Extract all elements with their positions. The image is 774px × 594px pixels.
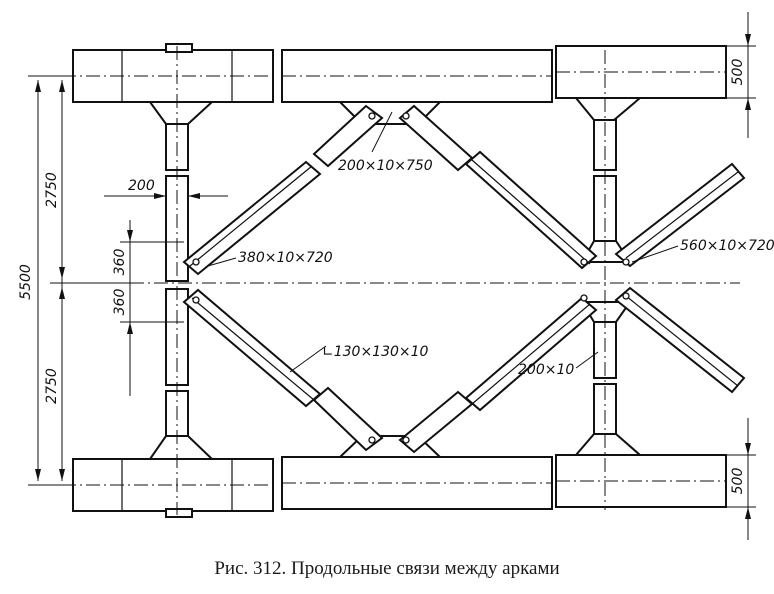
dim-half-upper: 2750 [44,172,60,208]
left-strut [148,46,215,515]
dim-half-lower: 2750 [44,368,60,404]
dim-beam-bottom: 500 [730,468,746,495]
dim-gap-upper: 360 [112,249,128,276]
dim-offset: 200 [128,178,155,194]
dim-gap-lower: 360 [112,289,128,316]
bolt-holes [192,112,630,444]
bottom-beams [62,454,727,518]
dim-total-height: 5500 [18,264,34,300]
right-strut [573,50,643,510]
beam-top-cap [165,43,193,53]
right-dimensions [726,12,756,540]
label-plate-top: 200×10×750 [338,158,433,174]
beam-bottom-cap [165,508,193,518]
dim-beam-top: 500 [730,59,746,86]
label-plate-left: 380×10×720 [238,250,333,266]
top-beams [62,43,727,103]
label-strip: 200×10 [518,362,574,378]
diagonal-bracing [182,104,746,454]
left-dimensions [28,75,228,486]
figure-caption: Рис. 312. Продольные связи между арками [214,558,560,579]
leaders [207,111,679,373]
label-angle: ∟130×130×10 [322,344,429,360]
label-plate-right: 560×10×720 [680,238,774,254]
